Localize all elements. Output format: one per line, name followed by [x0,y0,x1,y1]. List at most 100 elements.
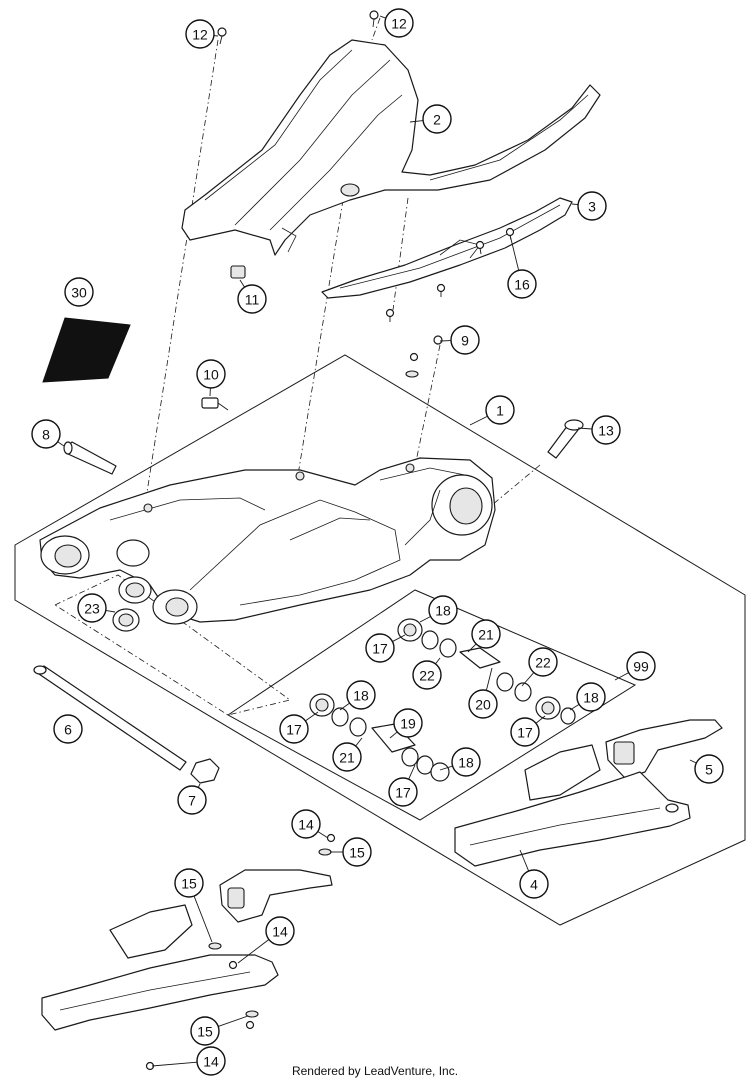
bearing-kit-parts [309,618,576,782]
callout-circle [507,269,537,299]
screw-12-left [217,27,227,45]
callout-circle [428,595,458,625]
callout-leader [485,667,493,691]
callout-circle [53,714,83,744]
callout-circle [196,359,226,389]
callout-label: 30 [71,285,87,301]
alignment-line [392,197,409,311]
callout-circle [332,742,362,772]
sticker-part-30 [42,317,131,383]
callout-leader [509,234,520,271]
bearing-seal-group-line [54,574,291,716]
callout-leader [339,702,350,711]
callout-label: 6 [64,722,72,738]
callout-leader [577,427,593,430]
callout-18: 18 [569,682,606,712]
callout-leader [689,759,697,764]
callout-label: 14 [298,817,314,833]
callout-label: 21 [339,750,355,766]
chain-slider-part-4 [454,744,691,867]
chain-guide-part-5 [605,719,723,779]
callout-circle [365,633,395,663]
callout-label: 5 [705,762,713,778]
callout-11: 11 [237,279,267,314]
callout-circle [471,619,501,649]
callout-leader [614,672,629,681]
callout-circle [190,1016,220,1046]
callout-label: 16 [514,277,530,293]
callout-circle [422,104,452,134]
callout-leader [521,672,535,687]
callout-circle [291,809,321,839]
callout-circle [77,593,107,623]
callout-label: 10 [203,367,219,383]
callout-17: 17 [388,764,418,807]
callout-circle [64,277,94,307]
callout-circle [412,660,442,690]
callout-4: 4 [519,849,549,899]
callout-21: 21 [332,737,363,772]
callout-circle [468,689,498,719]
callout-leader [467,643,477,653]
callout-6: 6 [53,714,83,744]
callout-label: 3 [588,199,596,215]
callout-label: 17 [395,785,411,801]
callout-12: 12 [379,8,414,38]
callout-leader [237,939,270,964]
callout-circle [265,916,295,946]
alignment-line [297,199,344,476]
callout-12: 12 [185,19,219,49]
callout-circle [577,191,607,221]
screw-16 [385,308,395,322]
callout-label: 4 [530,877,538,893]
callout-circle [510,717,540,747]
callout-circle [519,869,549,899]
callout-18: 18 [339,680,376,711]
callout-label: 99 [633,659,649,675]
callout-circle [342,837,372,867]
lower-chain-guide [219,869,333,923]
callout-label: 19 [400,716,416,732]
callout-17: 17 [510,715,546,747]
callout-circle [237,284,267,314]
callout-leader [469,415,488,426]
callout-circle [528,647,558,677]
pin-part-8 [63,441,117,475]
screw-16 [436,283,446,297]
callout-leader [57,441,65,447]
callout-30: 30 [64,277,94,307]
callout-19: 19 [389,708,423,739]
callout-22: 22 [521,647,558,687]
callout-circle [346,680,376,710]
callout-label: 18 [583,690,599,706]
callout-leader [389,731,398,739]
callout-circle [177,785,207,815]
alignment-line [371,17,381,41]
callout-circle [31,419,61,449]
callout-leader [193,895,213,943]
swingarm-part-1 [39,457,496,625]
callout-18: 18 [439,747,481,777]
callout-label: 7 [188,793,196,809]
callout-21: 21 [467,619,501,653]
callout-99: 99 [614,651,656,681]
swingarm-frame-outline [14,354,746,926]
callout-leader [105,609,116,613]
callout-label: 22 [535,655,551,671]
callout-18: 18 [419,595,458,625]
callout-circle [694,754,724,784]
callout-circle [485,395,515,425]
screw-16 [475,240,485,255]
callout-leader [439,765,453,771]
callout-15: 15 [174,868,213,943]
callout-circle [196,1046,226,1076]
callout-14: 14 [151,1046,226,1076]
callout-label: 12 [192,27,208,43]
callout-circle [576,682,606,712]
callout-leader [392,634,406,642]
callout-10: 10 [196,359,226,397]
callout-label: 23 [84,601,100,617]
callout-label: 18 [458,755,474,771]
callout-leader [519,849,530,872]
alignment-line [144,39,219,506]
